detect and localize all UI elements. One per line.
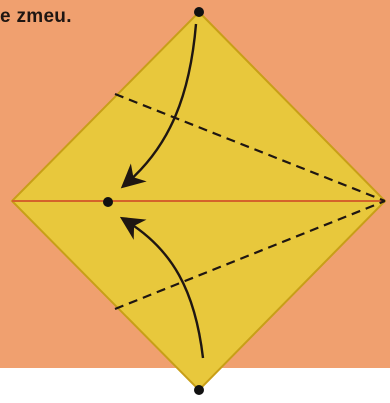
instruction-text: e zmeu. xyxy=(0,6,72,27)
lower-fold-guide xyxy=(114,199,386,311)
curved-arrow-icon xyxy=(120,23,198,189)
upper-fold-guide xyxy=(114,92,386,203)
bottom-dot-icon xyxy=(194,385,204,395)
center-dot-icon xyxy=(103,197,113,207)
top-dot-icon xyxy=(194,7,204,17)
curved-arrow-icon xyxy=(119,216,205,359)
